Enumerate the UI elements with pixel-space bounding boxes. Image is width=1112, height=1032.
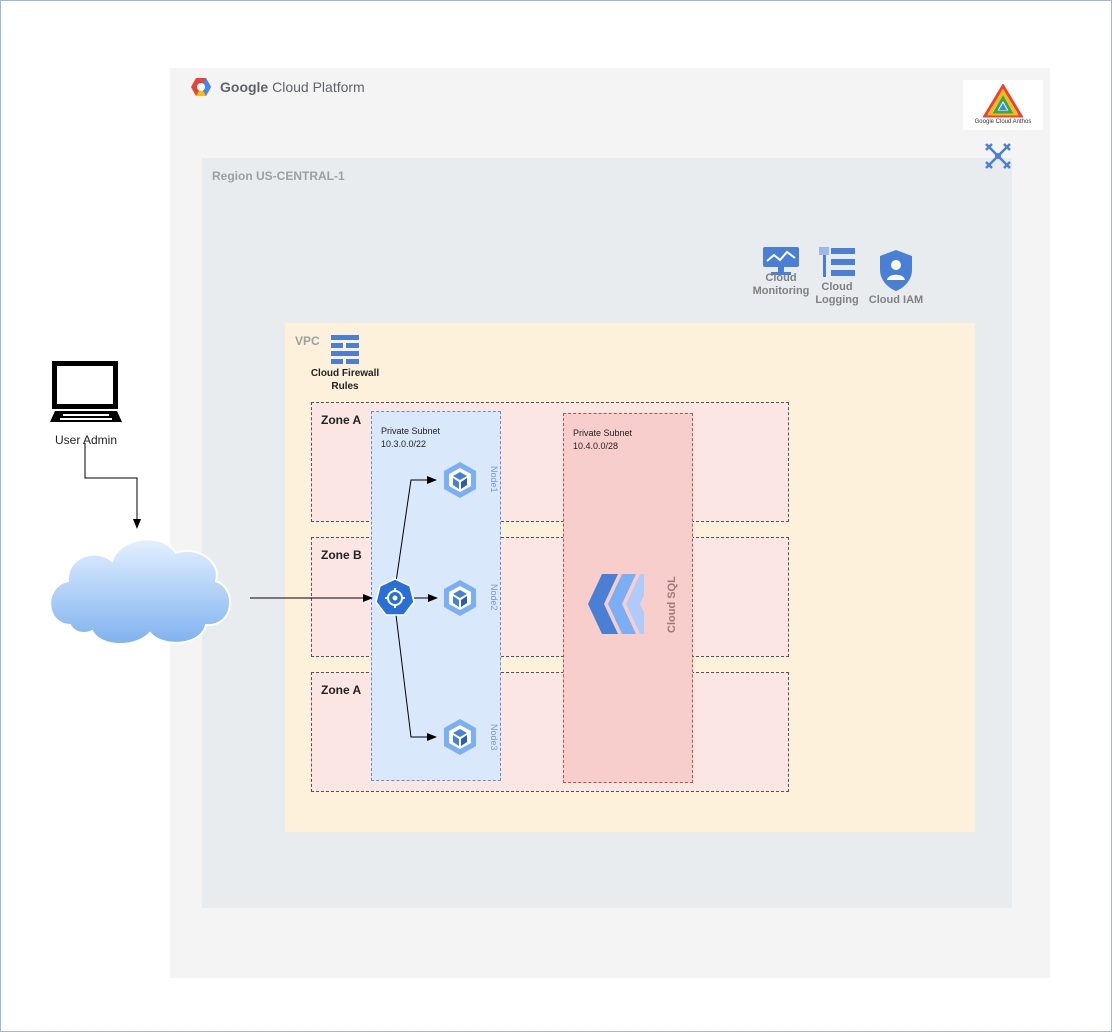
cloud-sql-label: Cloud SQL bbox=[666, 576, 678, 633]
zone-a-bottom-label: Zone A bbox=[321, 683, 362, 697]
gke-hub-icon bbox=[375, 578, 415, 616]
anthos-label: Google Cloud Anthos bbox=[974, 119, 1032, 125]
node-icon bbox=[444, 719, 476, 755]
vpc-label: VPC bbox=[295, 334, 320, 348]
firewall-label: Cloud Firewall Rules bbox=[310, 368, 380, 392]
logging-icon bbox=[819, 247, 855, 277]
zone-a-top-label: Zone A bbox=[321, 413, 362, 427]
node2-label: Node2 bbox=[489, 584, 499, 611]
node-icon bbox=[444, 580, 476, 616]
node3-label: Node3 bbox=[489, 724, 499, 751]
zone-b-label: Zone B bbox=[321, 548, 362, 562]
user-admin-label: User Admin bbox=[54, 433, 118, 447]
node1-label: Node1 bbox=[489, 466, 499, 493]
region-label: Region US-CENTRAL-1 bbox=[212, 169, 345, 183]
anthos-logo-icon bbox=[983, 84, 1023, 118]
computer-icon bbox=[50, 361, 122, 422]
gcp-logo-icon bbox=[191, 78, 211, 96]
anthos-mesh-icon bbox=[985, 143, 1011, 169]
hub-to-node1-connector bbox=[395, 476, 437, 583]
cloud-sql-icon bbox=[588, 574, 662, 634]
private-subnet-sql bbox=[563, 413, 693, 783]
cloud-icon bbox=[49, 538, 232, 646]
iam-icon bbox=[880, 250, 912, 291]
hub-to-node3-connector bbox=[395, 614, 437, 741]
firewall-icon bbox=[331, 335, 359, 364]
gcp-title: Google Cloud Platform bbox=[220, 79, 365, 95]
monitoring-label: Cloud Monitoring bbox=[752, 272, 810, 297]
iam-label: Cloud IAM bbox=[868, 294, 924, 306]
monitoring-icon bbox=[763, 247, 799, 275]
user-to-cloud-connector bbox=[84, 443, 141, 529]
node-icon bbox=[444, 462, 476, 498]
logging-label: Cloud Logging bbox=[815, 281, 859, 306]
